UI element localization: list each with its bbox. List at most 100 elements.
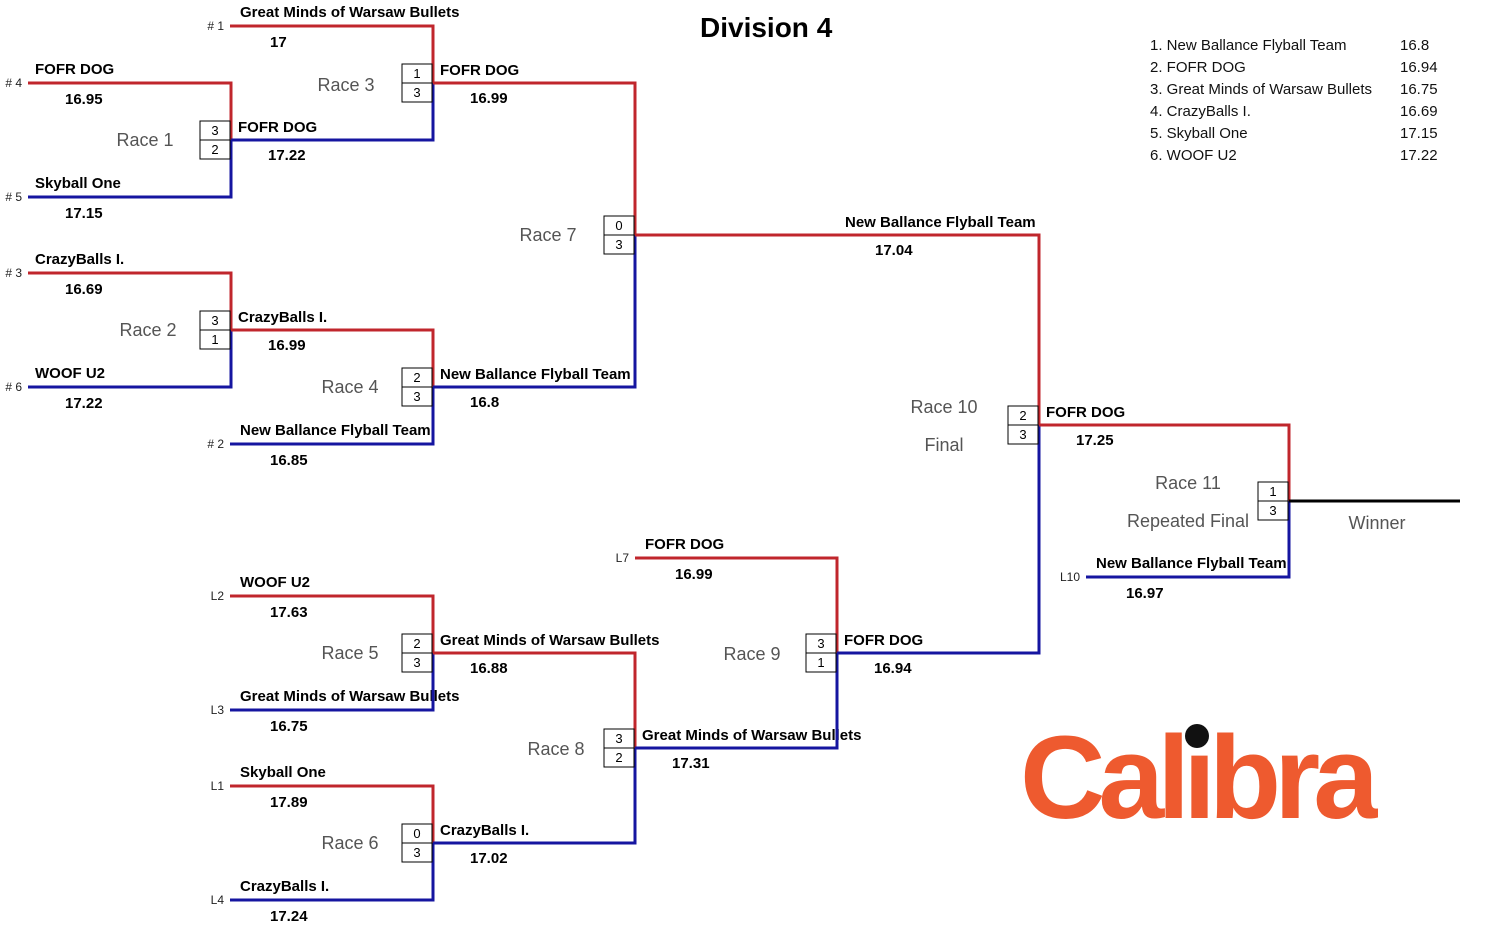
seed-label: L3 [211, 703, 225, 717]
score-box-bottom [401, 82, 433, 103]
standings-time: 16.8 [1400, 37, 1430, 54]
race-label: Race 9 [723, 644, 780, 664]
race-sublabel: Repeated Final [1127, 511, 1249, 531]
team-name: New Ballance Flyball Team [240, 422, 431, 439]
score-box-bottom [1257, 500, 1289, 521]
advancing-team: FOFR DOG [238, 119, 317, 136]
team-name: WOOF U2 [35, 365, 105, 382]
score-top: 2 [1019, 408, 1026, 423]
score-bottom: 2 [211, 142, 218, 157]
race-label: Race 11 [1155, 473, 1221, 493]
advancing-team: Great Minds of Warsaw Bullets [440, 632, 660, 649]
advancing-time: 17.25 [1076, 432, 1114, 449]
score-box-bottom [401, 652, 433, 673]
team-name: Great Minds of Warsaw Bullets [240, 4, 460, 21]
team-name: Skyball One [35, 175, 121, 192]
logo-part-1: Cal [1020, 712, 1183, 832]
score-bottom: 2 [615, 750, 622, 765]
team-name: FOFR DOG [645, 536, 724, 553]
standings-time: 16.75 [1400, 81, 1438, 98]
score-bottom: 3 [413, 389, 420, 404]
race-label: Race 7 [519, 225, 576, 245]
advancing-team: New Ballance Flyball Team [440, 366, 631, 383]
advancing-team: CrazyBalls I. [440, 822, 529, 839]
score-top: 0 [615, 218, 622, 233]
standings-list: 1. New Ballance Flyball Team 16.8 2. FOFR… [1150, 35, 1460, 167]
seed-label: # 4 [5, 76, 22, 90]
standings-time: 17.15 [1400, 125, 1438, 142]
score-box-bottom [199, 139, 231, 160]
standings-team: 4. CrazyBalls I. [1150, 103, 1251, 120]
score-bottom: 1 [817, 655, 824, 670]
division-title: Division 4 [700, 12, 833, 43]
race-label: Race 6 [321, 833, 378, 853]
seed-label: # 5 [5, 190, 22, 204]
score-box-bottom [1007, 424, 1039, 445]
score-top: 0 [413, 826, 420, 841]
team-time: 16.99 [675, 566, 713, 583]
team-time: 16.69 [65, 281, 103, 298]
advancing-time: 16.8 [470, 394, 499, 411]
advancing-time: 16.94 [874, 660, 912, 677]
standings-team: 6. WOOF U2 [1150, 147, 1237, 164]
calibra-logo: Calıbra [1020, 712, 1378, 832]
race-label: Race 8 [527, 739, 584, 759]
score-top: 1 [1269, 484, 1276, 499]
team-name: CrazyBalls I. [35, 251, 124, 268]
advancing-team: CrazyBalls I. [238, 309, 327, 326]
score-box-bottom [603, 234, 635, 255]
race-label: Race 4 [321, 377, 378, 397]
team-name: New Ballance Flyball Team [1096, 555, 1287, 572]
standings-team: 1. New Ballance Flyball Team [1150, 37, 1347, 54]
advancing-time: 16.99 [470, 90, 508, 107]
score-bottom: 3 [1019, 427, 1026, 442]
advancing-team: Great Minds of Warsaw Bullets [642, 727, 862, 744]
standings-row: 1. New Ballance Flyball Team 16.8 [1150, 35, 1460, 57]
standings-row: 4. CrazyBalls I.16.69 [1150, 101, 1460, 123]
score-box-bottom [199, 329, 231, 350]
score-top: 3 [615, 731, 622, 746]
seed-label: L2 [211, 589, 225, 603]
advancing-time: 16.99 [268, 337, 306, 354]
standings-team: 3. Great Minds of Warsaw Bullets [1150, 81, 1373, 98]
race-label: Race 1 [116, 130, 173, 150]
race-label: Race 2 [119, 320, 176, 340]
score-top: 3 [211, 123, 218, 138]
advancing-time: 17.04 [875, 242, 913, 259]
team-time: 17.24 [270, 908, 308, 925]
score-bottom: 3 [1269, 503, 1276, 518]
advancing-time: 17.02 [470, 850, 508, 867]
team-name: Great Minds of Warsaw Bullets [240, 688, 460, 705]
team-time: 16.85 [270, 452, 308, 469]
advancing-time: 16.88 [470, 660, 508, 677]
logo-wordmark: Calıbra [1020, 712, 1378, 832]
team-name: FOFR DOG [35, 61, 114, 78]
seed-label: # 3 [5, 266, 22, 280]
advancing-team: FOFR DOG [440, 62, 519, 79]
seed-label: L7 [616, 551, 630, 565]
standings-row: 3. Great Minds of Warsaw Bullets 16.75 [1150, 79, 1460, 101]
seed-label: # 2 [207, 437, 224, 451]
team-time: 17.15 [65, 205, 103, 222]
score-box-bottom [805, 652, 837, 673]
advancing-team: FOFR DOG [1046, 404, 1125, 421]
winner-label: Winner [1348, 513, 1405, 533]
advancing-time: 17.31 [672, 755, 710, 772]
score-bottom: 3 [413, 85, 420, 100]
team-time: 17.63 [270, 604, 308, 621]
team-time: 16.95 [65, 91, 103, 108]
seed-label: L1 [211, 779, 225, 793]
team-time: 16.75 [270, 718, 308, 735]
team-time: 17.89 [270, 794, 308, 811]
seed-label: # 1 [207, 19, 224, 33]
score-top: 3 [211, 313, 218, 328]
score-top: 1 [413, 66, 420, 81]
advancing-time: 17.22 [268, 147, 306, 164]
race-sublabel: Final [924, 435, 963, 455]
team-time: 16.97 [1126, 585, 1164, 602]
standings-team: 5. Skyball One [1150, 125, 1248, 142]
race-label: Race 10 [910, 397, 977, 417]
race-label: Race 5 [321, 643, 378, 663]
